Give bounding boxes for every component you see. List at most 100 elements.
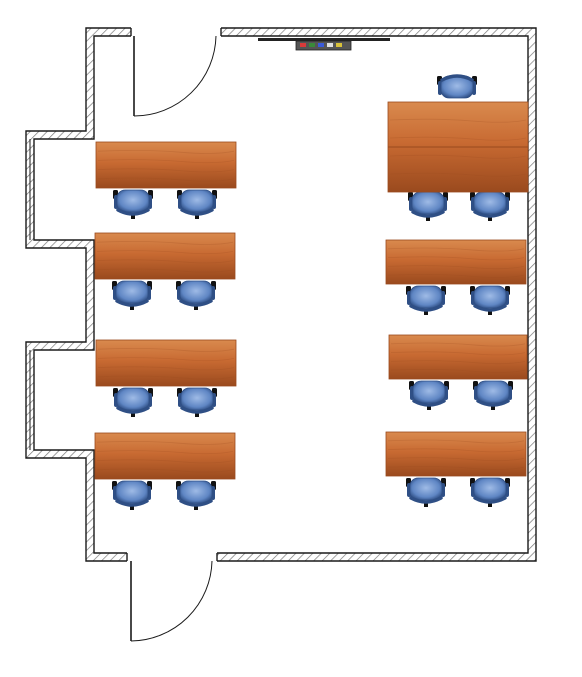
chair-backrest	[409, 496, 443, 504]
office-chair-icon[interactable]	[470, 477, 510, 507]
chair-backrest	[116, 208, 150, 216]
desk-top	[94, 232, 236, 280]
desk-grain	[387, 439, 525, 444]
desk-grain	[97, 159, 235, 164]
chair-seat	[412, 380, 446, 404]
desk-grain	[96, 468, 234, 473]
desk-top	[388, 334, 528, 380]
chair-caster	[131, 215, 135, 219]
desk-grain	[97, 375, 235, 380]
chair-caster	[131, 413, 135, 417]
desk-grain	[97, 366, 235, 371]
desk-top	[385, 431, 527, 477]
desk-top	[94, 432, 236, 480]
wooden-desk-icon	[388, 334, 528, 380]
chair-seat	[473, 285, 507, 309]
office-chair-icon[interactable]	[473, 380, 513, 410]
chair-seat	[180, 189, 214, 213]
desk-grain	[96, 241, 234, 245]
door-top[interactable]	[130, 27, 222, 117]
whiteboard-icon	[258, 38, 390, 51]
office-chair-icon[interactable]	[112, 280, 152, 310]
desk-grain	[390, 351, 526, 356]
chair-seat	[179, 480, 213, 504]
chair-backrest	[412, 399, 446, 407]
chair-caster	[488, 311, 492, 315]
chair-seat	[115, 480, 149, 504]
office-chair-icon[interactable]	[406, 285, 446, 315]
chair-caster	[427, 406, 431, 410]
chair-seat	[180, 387, 214, 411]
office-chair-icon[interactable]	[113, 387, 153, 417]
chair-backrest	[115, 499, 149, 507]
door-swing-icon	[133, 35, 217, 117]
desk-grain	[387, 256, 525, 261]
chair-caster	[130, 506, 134, 510]
marker	[327, 43, 333, 47]
office-chair-icon[interactable]	[177, 387, 217, 417]
chair-backrest	[411, 210, 445, 218]
desk-grain	[389, 118, 527, 123]
chair-seat	[179, 280, 213, 304]
desk-grain	[97, 348, 235, 352]
office-chair-icon[interactable]	[112, 480, 152, 510]
office-chair-icon[interactable]	[409, 380, 449, 410]
desk-top	[95, 141, 237, 189]
chair-caster	[424, 503, 428, 507]
desk-grain	[96, 459, 234, 464]
chair-caster	[488, 217, 492, 221]
wall-band	[25, 27, 537, 562]
marker	[336, 43, 342, 47]
office-chair-icon[interactable]	[437, 74, 477, 99]
chair-backrest	[179, 499, 213, 507]
desk-grain	[390, 360, 526, 365]
office-chair-icon[interactable]	[176, 280, 216, 310]
office-chair-icon[interactable]	[177, 189, 217, 219]
office-chair-icon[interactable]	[470, 285, 510, 315]
chair-backrest	[180, 406, 214, 414]
desk-grain	[97, 357, 235, 362]
door-swing-icon	[130, 560, 213, 642]
chair-backrest	[180, 208, 214, 216]
chair-seat	[409, 285, 443, 309]
office-chair-icon[interactable]	[176, 480, 216, 510]
wooden-desk-icon	[95, 141, 237, 189]
desk-grain	[96, 450, 234, 455]
chair-seat	[476, 380, 510, 404]
desk-grain	[97, 177, 235, 182]
chair-backrest	[476, 399, 510, 407]
chair-seat	[116, 189, 150, 213]
chair-caster	[488, 503, 492, 507]
marker	[300, 43, 306, 47]
chair-backrest	[115, 299, 149, 307]
office-chair-icon[interactable]	[113, 189, 153, 219]
desk-grain	[389, 154, 527, 159]
door-bottom-opening	[127, 552, 217, 562]
chair-caster	[194, 506, 198, 510]
chair-caster	[424, 311, 428, 315]
wooden-desk-icon	[385, 431, 527, 477]
marker	[309, 43, 315, 47]
door-bottom[interactable]	[126, 552, 218, 642]
office-chair-icon[interactable]	[406, 477, 446, 507]
chair-backrest	[440, 74, 474, 82]
chair-backrest	[473, 210, 507, 218]
walls	[25, 27, 537, 562]
desk-grain	[389, 172, 527, 177]
desk-grain	[387, 457, 525, 462]
chair-seat	[116, 387, 150, 411]
desk-grain	[96, 250, 234, 255]
chair-caster	[195, 413, 199, 417]
door-top-opening	[131, 27, 221, 37]
chair-caster	[194, 306, 198, 310]
chair-caster	[130, 306, 134, 310]
desk-grain	[96, 268, 234, 273]
furniture	[94, 74, 529, 510]
desk-grain	[387, 466, 525, 470]
wooden-desk-icon	[95, 339, 237, 387]
chair-backrest	[409, 304, 443, 312]
office-chair-icon[interactable]	[470, 191, 510, 221]
office-chair-icon[interactable]	[408, 191, 448, 221]
desk-grain	[96, 259, 234, 264]
chair-caster	[195, 215, 199, 219]
